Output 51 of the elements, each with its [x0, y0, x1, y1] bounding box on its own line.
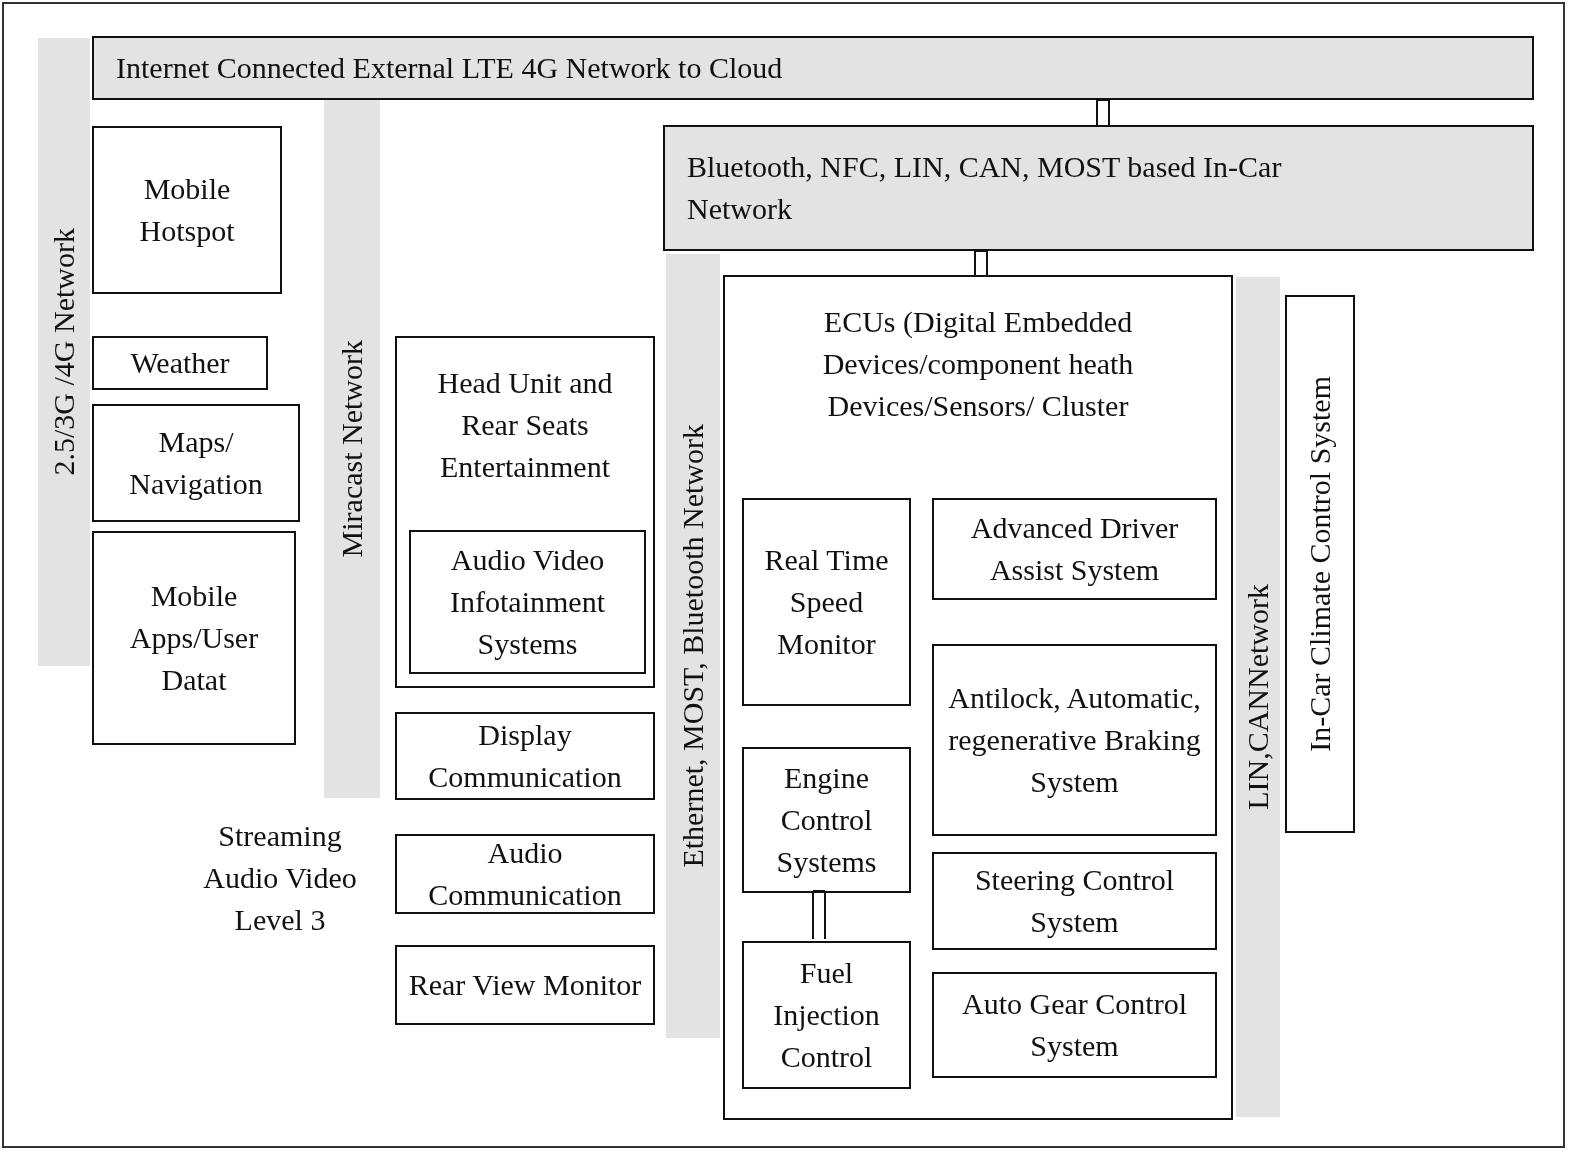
component-box — [742, 498, 911, 706]
double-line-connector — [1096, 99, 1110, 126]
group-box — [395, 336, 655, 688]
box-label: Display Communication — [427, 717, 623, 795]
component-box — [92, 126, 282, 294]
network-band — [38, 38, 90, 666]
box-label: Steering Control System — [973, 862, 1176, 940]
box-label: Maps/ Navigation — [128, 424, 264, 502]
box-label: Bluetooth, NFC, LIN, CAN, MOST based In-Car Network — [687, 149, 1283, 227]
note-text: Streaming Audio Video Level 3 — [202, 818, 358, 938]
box-label: Internet Connected External LTE 4G Network to Cloud — [116, 50, 783, 86]
component-box — [742, 747, 911, 893]
box-label: Audio Video Infotainment Systems — [449, 542, 606, 662]
group-heading: Head Unit and Rear Seats Entertainment — [436, 365, 614, 485]
box-label: Audio Communication — [427, 835, 623, 913]
network-band — [666, 254, 720, 1038]
box-label: Rear View Monitor — [408, 967, 642, 1003]
component-box — [395, 712, 655, 800]
box-label: Mobile Hotspot — [138, 171, 236, 249]
double-line-connector — [974, 250, 988, 276]
component-box — [92, 336, 268, 390]
component-box — [409, 530, 646, 674]
component-box — [932, 644, 1217, 836]
network-band — [92, 36, 1534, 100]
component-box — [742, 941, 911, 1089]
band-label: LIN,CANNetwork — [1240, 584, 1275, 810]
network-band — [663, 125, 1534, 251]
box-label: Antilock, Automatic, regenerative Braking System — [947, 680, 1202, 800]
component-box — [92, 404, 300, 522]
group-box — [723, 275, 1233, 1120]
component-box — [932, 852, 1217, 950]
network-band — [324, 100, 380, 798]
band-label: Ethernet, MOST, Bluetooth Network — [675, 424, 710, 868]
component-box — [395, 945, 655, 1025]
network-band — [1236, 277, 1280, 1117]
box-label: Auto Gear Control System — [961, 986, 1188, 1064]
group-heading: ECUs (Digital Embedded Devices/component heath Devices/Sensors/ Cluster — [821, 304, 1135, 424]
band-label: 2.5/3G /4G Network — [46, 228, 81, 476]
band-label: Miracast Network — [334, 340, 369, 558]
box-label: Fuel Injection Control — [772, 955, 881, 1075]
box-label: Engine Control Systems — [775, 760, 878, 880]
component-box — [932, 972, 1217, 1078]
component-box — [92, 531, 296, 745]
component-box — [932, 498, 1217, 600]
box-label: Advanced Driver Assist System — [969, 510, 1180, 588]
box-label: Mobile Apps/User Datat — [128, 578, 260, 698]
box-label: Real Time Speed Monitor — [763, 542, 890, 662]
band-label: In-Car Climate Control System — [1302, 376, 1337, 752]
component-box — [1285, 295, 1355, 833]
component-box — [395, 834, 655, 914]
box-label: Weather — [130, 345, 230, 381]
